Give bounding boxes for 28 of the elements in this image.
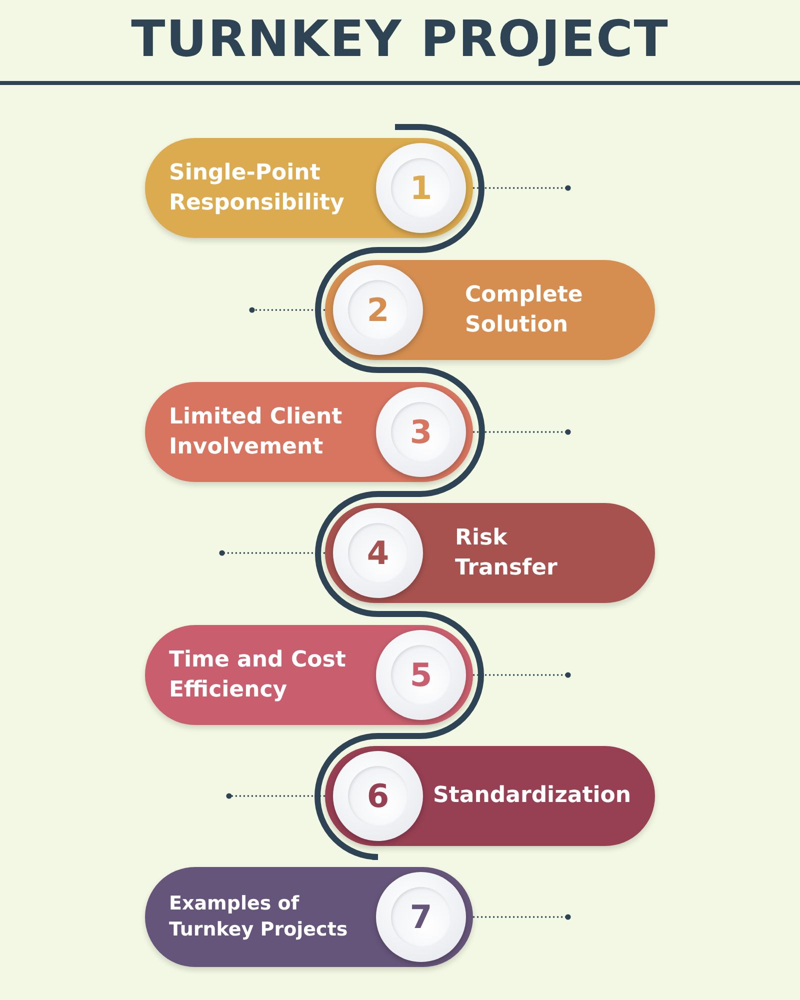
step-number: 4 bbox=[366, 534, 390, 572]
dotted-leader-line bbox=[249, 307, 325, 313]
dotted-leader-line bbox=[473, 429, 571, 435]
step-label: Limited Client Involvement bbox=[169, 403, 344, 461]
step-pill bbox=[325, 746, 655, 846]
dotted-leader-line bbox=[473, 672, 571, 678]
dotted-leader-line bbox=[473, 185, 571, 191]
step-number: 6 bbox=[366, 777, 390, 815]
title: TURNKEY PROJECT bbox=[130, 10, 670, 68]
step-pill bbox=[325, 260, 655, 360]
step-label: Examples of Turnkey Projects bbox=[169, 891, 349, 942]
step-label: Complete Solution bbox=[465, 281, 584, 339]
step-pill bbox=[145, 138, 473, 238]
dotted-leader-line bbox=[219, 550, 325, 556]
step-pill bbox=[325, 503, 655, 603]
step-label: Standardization bbox=[433, 782, 632, 810]
step-number: 3 bbox=[410, 413, 432, 451]
step-number: 5 bbox=[410, 656, 432, 694]
dotted-leader-line bbox=[473, 914, 571, 920]
step-pill bbox=[145, 625, 473, 725]
step-label: Risk Transfer bbox=[455, 524, 555, 582]
step-pill bbox=[145, 382, 473, 482]
step-label: Single-Point Responsibility bbox=[169, 159, 346, 217]
step-number: 2 bbox=[366, 291, 390, 329]
step-number: 7 bbox=[410, 898, 432, 936]
step-label: Time and Cost Efficiency bbox=[169, 646, 347, 704]
step-number: 1 bbox=[410, 169, 432, 207]
dotted-leader-line bbox=[226, 793, 325, 799]
